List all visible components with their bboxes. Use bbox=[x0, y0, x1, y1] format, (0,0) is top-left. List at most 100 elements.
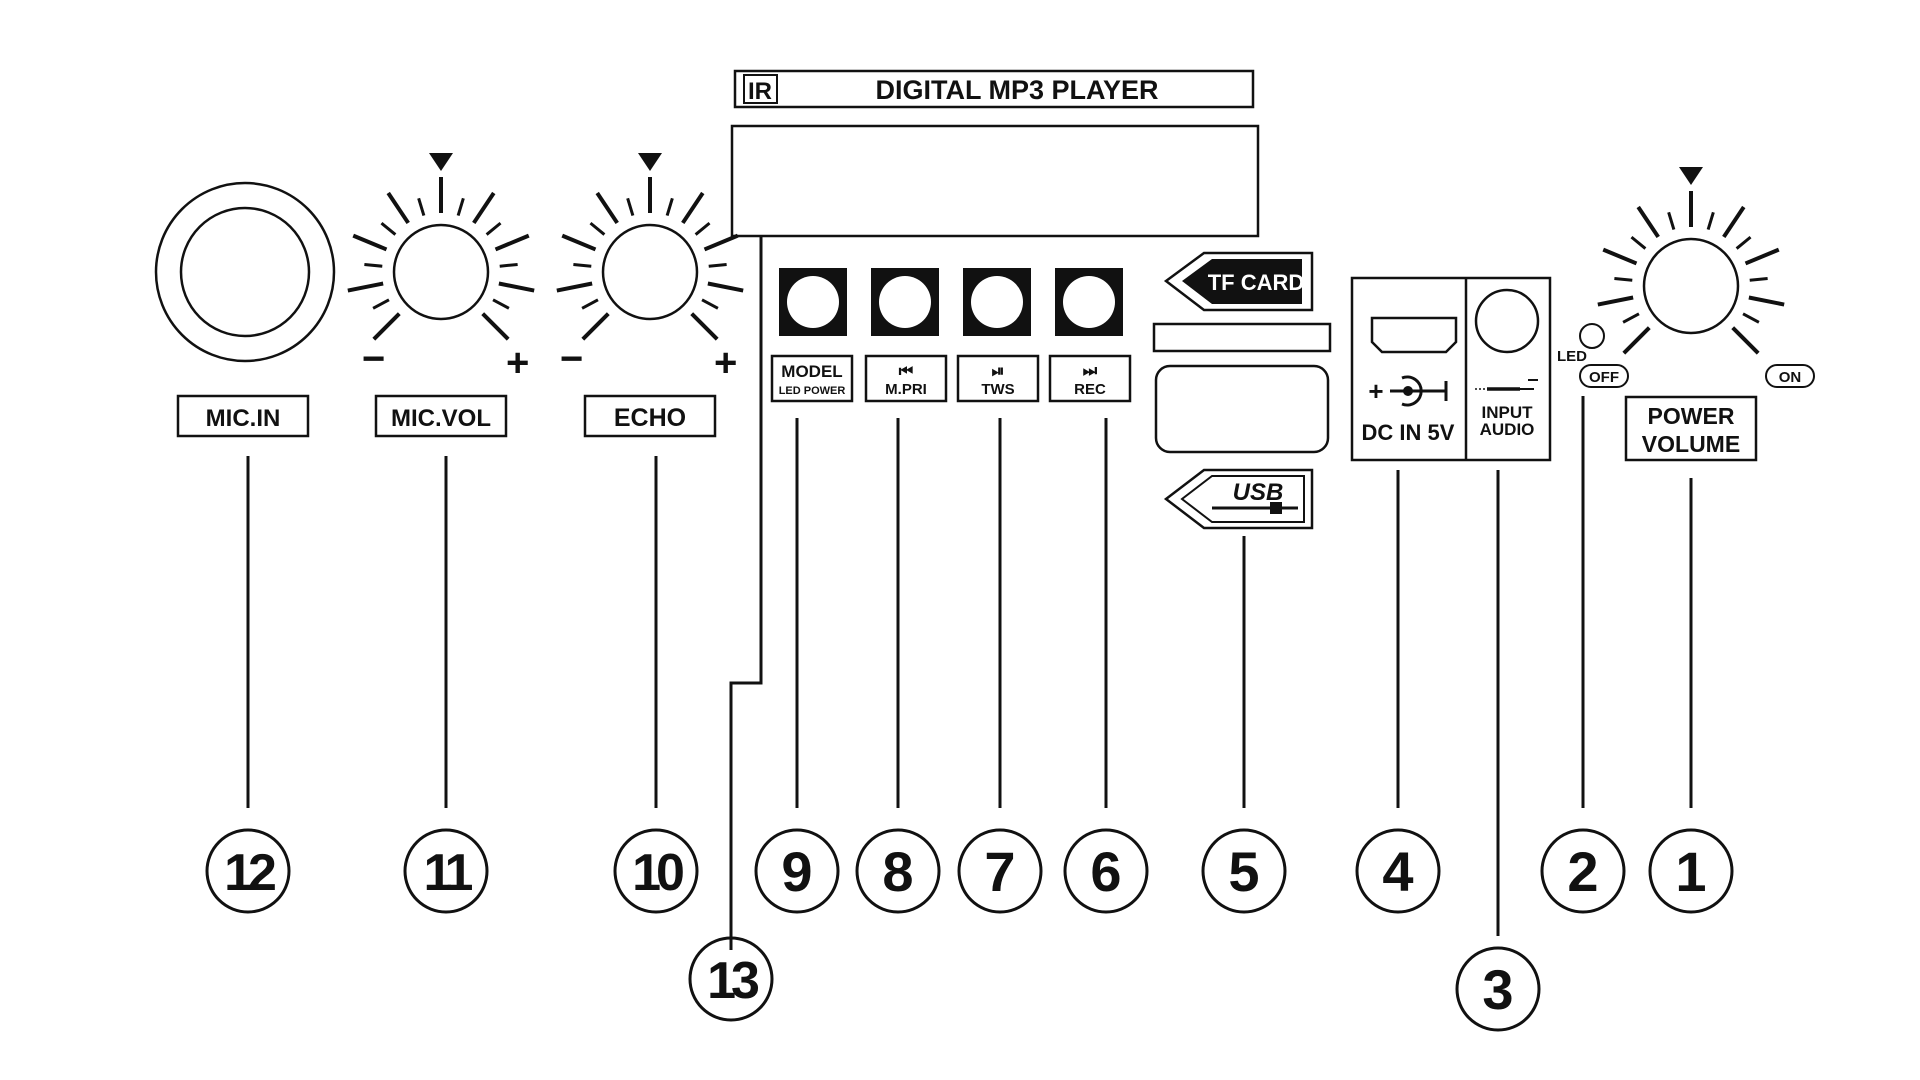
knob-body[interactable] bbox=[1642, 237, 1740, 335]
knob-tick bbox=[481, 312, 510, 341]
knob-tick bbox=[1735, 235, 1752, 250]
dc-in-label: DC IN 5V bbox=[1362, 420, 1455, 445]
leader-lines bbox=[246, 236, 1693, 950]
knob-tick bbox=[701, 298, 719, 310]
knob-body[interactable] bbox=[392, 223, 490, 321]
knob-tick bbox=[1749, 276, 1768, 282]
power-label: POWER bbox=[1648, 403, 1735, 429]
next-icon: ⏭ bbox=[1083, 363, 1098, 380]
knob-tick bbox=[708, 262, 727, 268]
audio-cable-icon bbox=[1475, 379, 1538, 391]
tws-label: TWS bbox=[981, 381, 1014, 398]
audio-input-jack[interactable] bbox=[1474, 288, 1540, 354]
callout-10: 10 bbox=[613, 828, 699, 914]
knob-tick bbox=[352, 233, 388, 252]
knob-tick bbox=[1622, 312, 1640, 324]
knob-tick bbox=[595, 191, 619, 225]
play-pause-button[interactable] bbox=[963, 268, 1031, 336]
callout-11: 11 bbox=[403, 828, 489, 914]
mic-vol-minus: − bbox=[362, 337, 385, 381]
led-label: LED bbox=[1557, 348, 1587, 365]
svg-text:12: 12 bbox=[224, 844, 275, 902]
knob-tick bbox=[372, 298, 390, 310]
knob-tick bbox=[1622, 326, 1651, 355]
lcd-display bbox=[730, 124, 1260, 238]
knob-tick bbox=[681, 191, 705, 225]
knob-tick bbox=[1636, 205, 1660, 239]
knob-tick bbox=[561, 233, 597, 252]
knob-tick bbox=[556, 281, 593, 293]
knob-tick bbox=[456, 197, 465, 216]
model-label: MODEL bbox=[781, 362, 842, 381]
callout-3: 3 bbox=[1455, 946, 1541, 1032]
knob-pointer-icon bbox=[1679, 167, 1703, 185]
echo-plus: + bbox=[714, 341, 737, 385]
svg-text:8: 8 bbox=[882, 840, 913, 903]
callout-6: 6 bbox=[1063, 828, 1149, 914]
knob-tick bbox=[581, 298, 599, 310]
mic-vol-knob[interactable] bbox=[347, 153, 535, 341]
knob-tick bbox=[494, 233, 530, 252]
svg-text:5: 5 bbox=[1228, 840, 1259, 903]
dc-polarity-icon bbox=[1390, 375, 1448, 407]
knob-pointer-icon bbox=[638, 153, 662, 171]
mic-input-jack[interactable] bbox=[154, 181, 336, 363]
knob-tick bbox=[1742, 312, 1760, 324]
callout-9: 9 bbox=[754, 828, 840, 914]
knob-tick bbox=[1731, 326, 1760, 355]
svg-text:9: 9 bbox=[781, 840, 812, 903]
knob-tick bbox=[703, 233, 739, 252]
knob-tick bbox=[1722, 205, 1746, 239]
knob-tick bbox=[417, 197, 426, 216]
knob-tick bbox=[1602, 247, 1638, 266]
knob-tick bbox=[485, 221, 502, 236]
led-indicator bbox=[1579, 323, 1605, 349]
display-title: DIGITAL MP3 PLAYER bbox=[875, 75, 1158, 105]
mic-vol-plus: + bbox=[506, 341, 529, 385]
knob-tick bbox=[499, 262, 518, 268]
usb-port[interactable] bbox=[1154, 364, 1330, 454]
echo-minus: − bbox=[560, 337, 583, 381]
tf-card-label: TF CARD bbox=[1208, 270, 1305, 295]
callout-12: 12 bbox=[205, 828, 291, 914]
echo-knob[interactable] bbox=[556, 153, 744, 341]
knob-tick bbox=[665, 197, 674, 216]
svg-text:13: 13 bbox=[707, 952, 759, 1010]
usb-label: USB bbox=[1233, 479, 1284, 506]
knob-tick bbox=[364, 262, 383, 268]
svg-text:6: 6 bbox=[1090, 840, 1121, 903]
prev-icon: ⏮ bbox=[899, 363, 913, 380]
knob-tick bbox=[626, 197, 635, 216]
callout-1: 1 bbox=[1648, 828, 1734, 914]
volume-label: VOLUME bbox=[1642, 431, 1740, 457]
knob-tick bbox=[1748, 295, 1785, 307]
input-audio-line2: AUDIO bbox=[1480, 420, 1535, 439]
knob-tick bbox=[581, 312, 610, 341]
knob-tick bbox=[380, 221, 397, 236]
dc-in-port[interactable] bbox=[1370, 316, 1458, 354]
knob-body[interactable] bbox=[601, 223, 699, 321]
power-volume-knob[interactable] bbox=[1597, 167, 1785, 355]
previous-button[interactable] bbox=[871, 268, 939, 336]
svg-text:3: 3 bbox=[1482, 958, 1513, 1021]
next-button[interactable] bbox=[1055, 268, 1123, 336]
callout-13: 13 bbox=[688, 936, 774, 1022]
model-button[interactable] bbox=[779, 268, 847, 336]
ir-label: IR bbox=[748, 78, 772, 105]
callout-7: 7 bbox=[957, 828, 1043, 914]
tf-card-slot[interactable] bbox=[1152, 322, 1332, 353]
led-power-label: LED POWER bbox=[779, 385, 846, 397]
knob-tick bbox=[498, 281, 535, 293]
knob-tick bbox=[386, 191, 410, 225]
usb-badge: USB bbox=[1163, 468, 1314, 530]
knob-tick bbox=[492, 298, 510, 310]
rec-label: REC bbox=[1074, 381, 1106, 398]
callout-2: 2 bbox=[1540, 828, 1626, 914]
off-label: OFF bbox=[1589, 369, 1619, 386]
play-pause-icon: ⏯ bbox=[992, 363, 1005, 380]
callout-8: 8 bbox=[855, 828, 941, 914]
knob-tick bbox=[1597, 295, 1634, 307]
knob-tick bbox=[1706, 211, 1715, 230]
knob-tick bbox=[1744, 247, 1780, 266]
knob-tick bbox=[694, 221, 711, 236]
